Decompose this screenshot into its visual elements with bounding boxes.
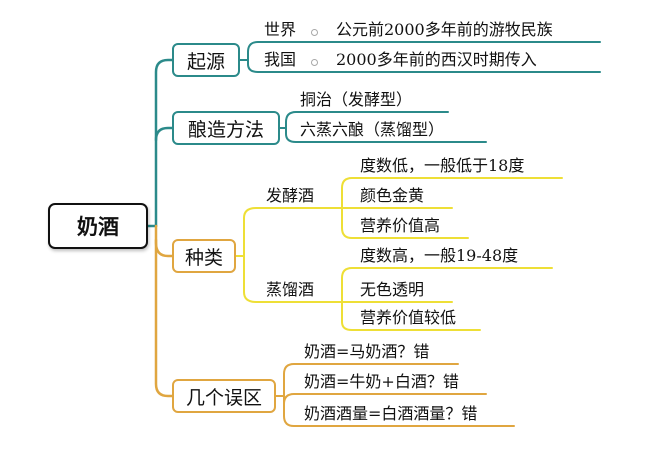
link-types-ferment [235, 207, 337, 257]
link-ferment-1 [335, 177, 563, 209]
link-method-2 [279, 127, 487, 143]
link-distill-1 [335, 267, 553, 303]
link-origin-china [239, 59, 601, 73]
types-group-ferment: 发酵酒 [266, 186, 315, 205]
method-item-1: 挏治（发酵型） [300, 90, 413, 109]
link-origin-world [239, 41, 601, 61]
link-root-method [154, 126, 174, 142]
branch-myths[interactable]: 几个误区 [172, 379, 276, 413]
branch-types[interactable]: 种类 [172, 239, 236, 273]
myth-item-1: 奶酒=马奶酒？错 [304, 342, 430, 361]
branch-origin[interactable]: 起源 [172, 43, 240, 77]
origin-china-key: 我国 [264, 50, 297, 69]
method-item-2: 六蒸六酿（蒸馏型） [300, 120, 445, 139]
ferment-item-3: 营养价值高 [360, 216, 441, 235]
link-root-origin [154, 58, 174, 228]
link-myth-1 [275, 363, 459, 397]
myth-item-3: 奶酒酒量=白酒酒量？错 [304, 404, 478, 423]
distill-item-2: 无色透明 [360, 280, 425, 299]
link-myth-3 [275, 395, 515, 427]
origin-world-key: 世界 [264, 20, 297, 39]
connector-dot [311, 59, 318, 66]
connector-dot [311, 29, 318, 36]
link-method-1 [279, 111, 449, 129]
distill-item-1: 度数高，一般19-48度 [360, 246, 519, 265]
branch-method[interactable]: 酿造方法 [172, 111, 280, 145]
link-root-types [154, 224, 174, 258]
link-distill-3 [335, 301, 481, 331]
ferment-item-1: 度数低，一般低于18度 [360, 156, 525, 175]
types-group-distill: 蒸馏酒 [266, 280, 315, 299]
link-root-myths [154, 238, 174, 398]
ferment-item-2: 颜色金黄 [360, 186, 425, 205]
root-node[interactable]: 奶酒 [48, 203, 148, 249]
origin-china-value: 2000多年前的西汉时期传入 [336, 50, 537, 69]
origin-world-value: 公元前2000多年前的游牧民族 [336, 20, 553, 39]
link-myth-2 [275, 393, 487, 405]
link-types-distill [235, 255, 337, 303]
distill-item-3: 营养价值较低 [360, 308, 457, 327]
link-ferment-3 [335, 207, 469, 239]
myth-item-2: 奶酒=牛奶+白酒？错 [304, 372, 459, 391]
